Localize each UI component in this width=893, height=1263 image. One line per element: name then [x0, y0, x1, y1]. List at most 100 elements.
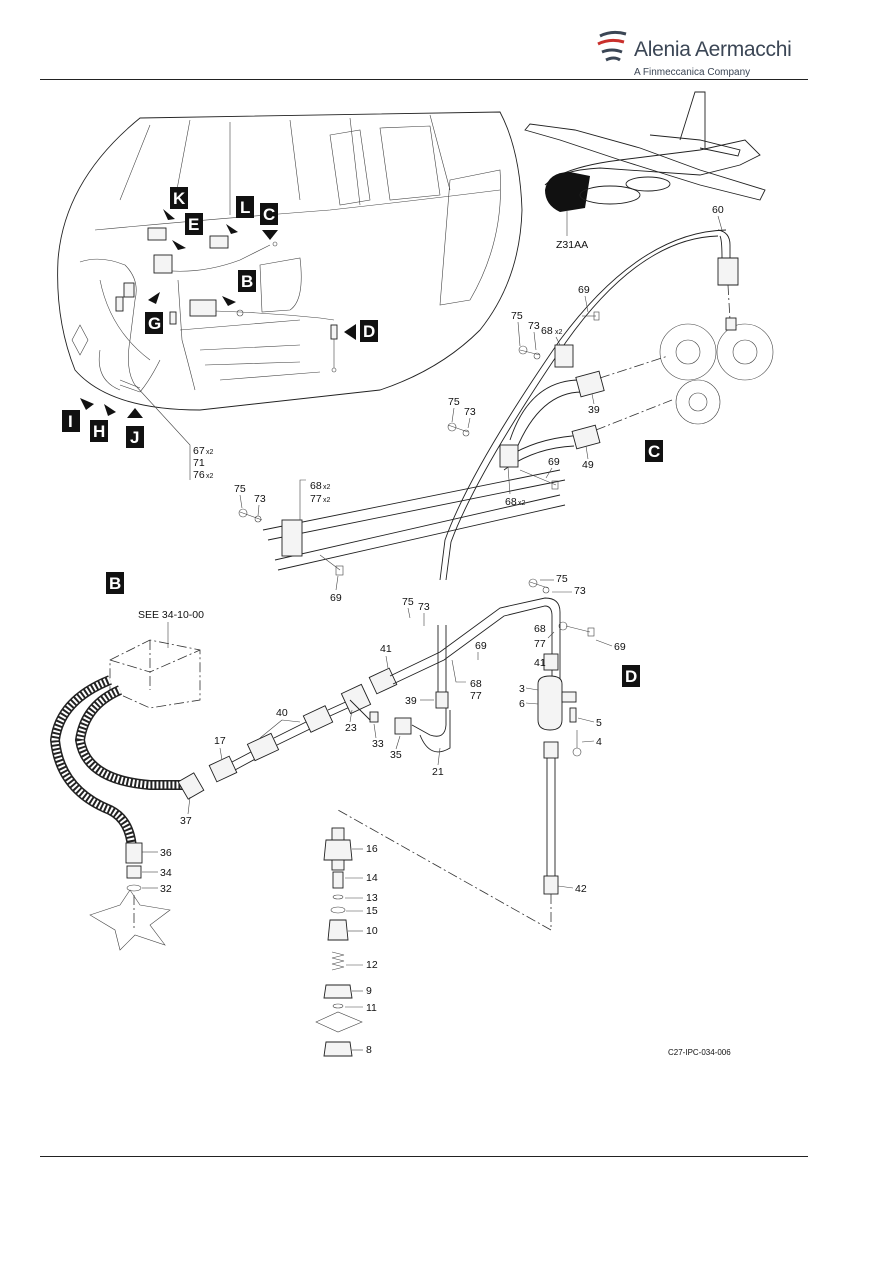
see-reference: SEE 34-10-00	[138, 609, 204, 621]
upper-callouts: 60 69 75 73 68 x2 39 75 73 69 49 68 x2 6…	[234, 204, 724, 604]
detail-b-callouts: 75 73 69 41 68 77 39 40 23 33 35 21 17 3…	[142, 596, 487, 895]
svg-text:17: 17	[214, 735, 226, 747]
callout-group-67-71-76: 67 x2 71 76 x2	[134, 384, 214, 481]
detail-b-marker	[106, 572, 124, 594]
aircraft-locator: Z31AA	[524, 91, 766, 251]
svg-text:37: 37	[180, 815, 192, 827]
svg-text:H: H	[93, 422, 105, 441]
svg-text:75: 75	[511, 310, 523, 322]
svg-text:6: 6	[519, 698, 525, 710]
svg-text:68: 68	[310, 480, 322, 492]
detail-c-label: C	[648, 442, 660, 461]
svg-text:69: 69	[548, 456, 560, 468]
svg-text:D: D	[363, 322, 375, 341]
svg-text:73: 73	[574, 585, 586, 597]
brand-logo: Alenia Aermacchi A Finmeccanica Company	[596, 26, 796, 82]
svg-text:13: 13	[366, 892, 378, 904]
svg-text:G: G	[148, 314, 161, 333]
svg-text:41: 41	[534, 657, 546, 669]
svg-text:B: B	[241, 272, 253, 291]
detail-d-label: D	[625, 667, 637, 686]
svg-text:C: C	[263, 205, 275, 224]
svg-text:L: L	[240, 198, 250, 217]
detail-d-marker	[622, 665, 640, 687]
svg-text:x2: x2	[323, 484, 331, 491]
svg-text:x2: x2	[323, 497, 331, 504]
svg-text:73: 73	[254, 493, 266, 505]
svg-text:36: 36	[160, 847, 172, 859]
svg-text:68: 68	[534, 623, 546, 635]
svg-text:10: 10	[366, 925, 378, 937]
upper-tube-routing	[238, 229, 774, 581]
svg-text:15: 15	[366, 905, 378, 917]
brand-mark-icon	[597, 30, 627, 62]
svg-text:69: 69	[475, 640, 487, 652]
svg-text:73: 73	[418, 601, 430, 613]
svg-text:23: 23	[345, 722, 357, 734]
exploded-check-valve-stack	[315, 827, 363, 1057]
svg-text:E: E	[188, 215, 199, 234]
svg-text:77: 77	[310, 493, 322, 505]
svg-text:32: 32	[160, 883, 172, 895]
svg-text:9: 9	[366, 985, 372, 997]
svg-text:75: 75	[234, 483, 246, 495]
detail-b-label: B	[109, 574, 121, 593]
svg-text:73: 73	[464, 406, 476, 418]
svg-text:33: 33	[372, 738, 384, 750]
svg-text:67: 67	[193, 445, 205, 457]
svg-text:41: 41	[380, 643, 392, 655]
figure-code: C27-IPC-034-006	[668, 1048, 731, 1057]
svg-text:75: 75	[448, 396, 460, 408]
svg-text:21: 21	[432, 766, 444, 778]
svg-text:75: 75	[556, 573, 568, 585]
svg-text:4: 4	[596, 736, 602, 748]
detail-d-drawing	[337, 578, 595, 931]
stack-callouts: 16 14 13 15 10 12 9 11 8	[345, 843, 378, 1056]
view-arrow-markers: K E L C B G D I H J	[62, 187, 378, 448]
brand-subtitle: A Finmeccanica Company	[634, 67, 751, 78]
detail-c-marker	[645, 440, 663, 462]
svg-text:x2: x2	[555, 329, 563, 336]
svg-text:35: 35	[390, 749, 402, 761]
header-rule	[40, 79, 808, 80]
svg-text:68: 68	[541, 325, 553, 337]
svg-text:42: 42	[575, 883, 587, 895]
svg-text:77: 77	[470, 690, 482, 702]
svg-text:68: 68	[470, 678, 482, 690]
svg-text:49: 49	[582, 459, 594, 471]
footer-rule	[40, 1156, 808, 1157]
svg-text:J: J	[130, 428, 139, 447]
svg-text:73: 73	[528, 320, 540, 332]
svg-text:60: 60	[712, 204, 724, 216]
svg-text:39: 39	[405, 695, 417, 707]
svg-text:5: 5	[596, 717, 602, 729]
svg-text:x2: x2	[518, 500, 526, 507]
svg-text:K: K	[173, 189, 186, 208]
svg-text:12: 12	[366, 959, 378, 971]
svg-text:75: 75	[402, 596, 414, 608]
svg-text:Z31AA: Z31AA	[556, 239, 588, 251]
brand-name: Alenia Aermacchi	[634, 38, 792, 61]
svg-text:39: 39	[588, 404, 600, 416]
svg-text:68: 68	[505, 496, 517, 508]
svg-text:77: 77	[534, 638, 546, 650]
svg-text:x2: x2	[206, 473, 214, 480]
nose-section-drawing	[57, 111, 523, 411]
svg-text:71: 71	[193, 457, 205, 469]
svg-text:11: 11	[366, 1002, 377, 1014]
detail-b-drawing: SEE 34-10-00	[49, 597, 561, 951]
svg-text:x2: x2	[206, 449, 214, 456]
detail-d-callouts: 75 73 68 77 69 41 3 6 5 4 42	[519, 573, 626, 895]
svg-text:16: 16	[366, 843, 378, 855]
svg-text:76: 76	[193, 469, 205, 481]
svg-text:34: 34	[160, 867, 172, 879]
svg-text:69: 69	[578, 284, 590, 296]
svg-text:69: 69	[614, 641, 626, 653]
svg-text:8: 8	[366, 1044, 372, 1056]
svg-text:I: I	[68, 412, 73, 431]
svg-text:14: 14	[366, 872, 378, 884]
svg-text:40: 40	[276, 707, 288, 719]
svg-text:3: 3	[519, 683, 525, 695]
svg-text:69: 69	[330, 592, 342, 604]
